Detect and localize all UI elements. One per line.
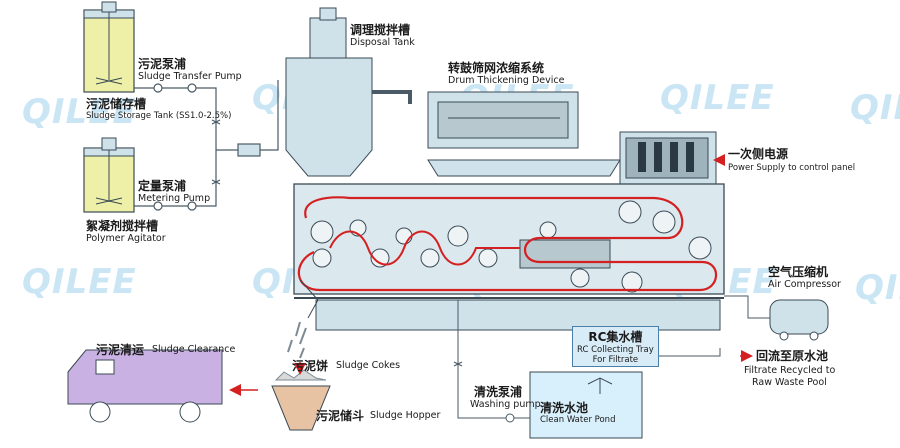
clean-water-pond-label: 清洗水池: [540, 401, 589, 415]
sludge-transfer-pump-label-en: Sludge Transfer Pump: [138, 71, 242, 82]
drum-thickening-label: 转鼓筛网浓缩系统: [448, 61, 545, 75]
sludge-clearance-label-en: Sludge Clearance: [152, 344, 236, 355]
power-supply-label-en: Power Supply to control panel: [728, 163, 856, 173]
sludge-hopper-label: 污泥储斗: [316, 409, 365, 423]
filtrate-recycled-label-en2: Raw Waste Pool: [752, 377, 827, 388]
filtrate-recycled-label-en1: Filtrate Recycled to: [744, 365, 836, 376]
drum-thickening-label-en: Drum Thickening Device: [448, 75, 565, 86]
filtrate-recycled-label: 回流至原水池: [756, 349, 829, 363]
sludge-storage-tank: [83, 1, 135, 93]
rc-tray-label-en1: RC Collecting Tray: [577, 345, 654, 355]
filter-belt-path: [297, 196, 718, 292]
belt-press-frame: [293, 183, 725, 331]
watermark: QILEE: [660, 78, 775, 118]
watermark: QILEE: [22, 262, 137, 302]
disposal-tank: [285, 7, 412, 177]
sludge-cokes-label: 污泥饼: [292, 359, 329, 373]
sludge-transfer-pump-label: 污泥泵浦: [138, 57, 187, 71]
air-compressor-label-en: Air Compressor: [768, 279, 841, 290]
cake-discharge: [287, 279, 319, 359]
rc-tray-label-en2: For Filtrate: [592, 355, 639, 365]
washing-pump-label-en: Washing pump: [470, 399, 541, 410]
sludge-hopper-label-en: Sludge Hopper: [370, 410, 441, 421]
sludge-clearance-label: 污泥清运: [96, 343, 145, 357]
sludge-truck: [67, 349, 258, 423]
watermark: QILEE: [850, 88, 900, 128]
watermark: QILEE: [855, 268, 900, 308]
washing-pump-label: 清洗泵浦: [474, 385, 523, 399]
sludge-storage-tank-label-en: Sludge Storage Tank (SS1.0-2.5%): [86, 111, 232, 121]
power-supply-label: 一次侧电源: [728, 147, 789, 161]
air-compressor-label: 空气压缩机: [768, 265, 829, 279]
rc-tray-label: RC集水槽: [588, 330, 643, 344]
control-panel: [619, 131, 725, 185]
washing-line: [453, 300, 530, 423]
drum-thickener: [427, 91, 621, 177]
metering-pump-label-en: Metering Pump: [138, 193, 211, 204]
sludge-wave-path: [329, 230, 520, 266]
disposal-tank-label: 调理搅拌槽: [350, 23, 411, 37]
sludge-cokes-label-en: Sludge Cokes: [336, 360, 401, 371]
disposal-tank-label-en: Disposal Tank: [350, 37, 415, 48]
clean-water-pond: [529, 371, 643, 439]
polymer-agitator-label: 絮凝剂搅拌槽: [86, 219, 159, 233]
rc-tray-box: RC集水槽 RC Collecting Tray For Filtrate: [572, 326, 659, 367]
air-compressor: [724, 295, 829, 341]
polymer-agitator-tank: [83, 137, 135, 213]
feed-pipes: [134, 80, 279, 211]
watermark: QILEE: [22, 92, 137, 132]
clean-water-pond-label-en: Clean Water Pond: [540, 415, 616, 425]
polymer-agitator-label-en: Polymer Agitator: [86, 233, 166, 244]
sludge-hopper: [271, 362, 331, 431]
rollers: [310, 200, 712, 293]
metering-pump-label: 定量泵浦: [138, 179, 187, 193]
sludge-storage-tank-label: 污泥储存槽: [86, 97, 147, 111]
